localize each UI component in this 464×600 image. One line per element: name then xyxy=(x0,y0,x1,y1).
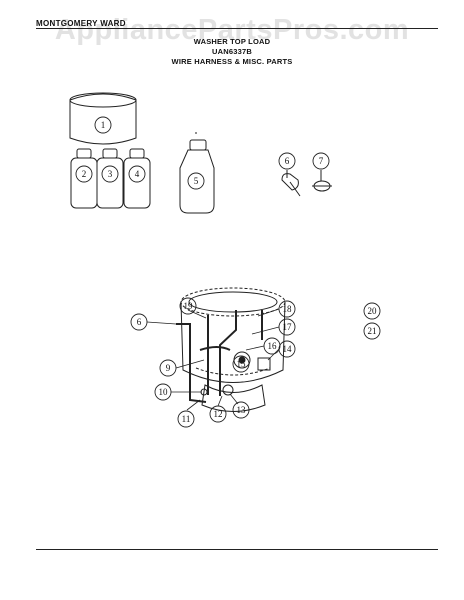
leader-lines xyxy=(146,308,280,411)
callout-12: 12 xyxy=(214,409,223,419)
header-rule xyxy=(36,28,438,29)
diagram-title: WASHER TOP LOAD xyxy=(193,37,271,46)
callout-5: 5 xyxy=(194,176,199,186)
model-number: UAN6337B xyxy=(212,47,252,56)
callout-18: 18 xyxy=(283,304,293,314)
callout-10: 10 xyxy=(159,387,169,397)
washer-tub-assembly xyxy=(180,287,286,412)
callout-2: 2 xyxy=(82,169,87,179)
callout-7: 7 xyxy=(319,156,324,166)
callout-17: 17 xyxy=(283,322,293,332)
diagram-subtitle: WIRE HARNESS & MISC. PARTS xyxy=(171,57,293,66)
watermark: AppliancePartsPros.com xyxy=(54,14,410,46)
part-1-container xyxy=(69,92,137,145)
callout-13: 13 xyxy=(237,405,247,415)
callout-9: 9 xyxy=(166,363,171,373)
brand-name: MONTGOMERY WARD xyxy=(36,19,126,28)
callout-4: 4 xyxy=(135,169,140,179)
callout-16: 16 xyxy=(268,341,278,351)
footer-rule xyxy=(36,549,438,550)
callout-11: 11 xyxy=(182,414,191,424)
callout-21: 21 xyxy=(368,326,377,336)
part-5-bottle xyxy=(179,132,215,214)
callout-6: 6 xyxy=(285,156,290,166)
part-3-bottle xyxy=(96,148,124,209)
callout-14: 14 xyxy=(283,344,293,354)
callout-1: 1 xyxy=(101,120,106,130)
part-4-bottle xyxy=(123,148,151,209)
callout-15: 15 xyxy=(237,359,247,369)
part-6-clip xyxy=(281,170,301,197)
callout-circles xyxy=(75,116,381,428)
callout-3: 3 xyxy=(108,169,113,179)
callout-19: 19 xyxy=(184,301,194,311)
callout-6-harness: 6 xyxy=(137,317,142,327)
wire-harness xyxy=(176,310,263,403)
part-7-clip xyxy=(312,170,332,192)
callout-20: 20 xyxy=(368,306,378,316)
